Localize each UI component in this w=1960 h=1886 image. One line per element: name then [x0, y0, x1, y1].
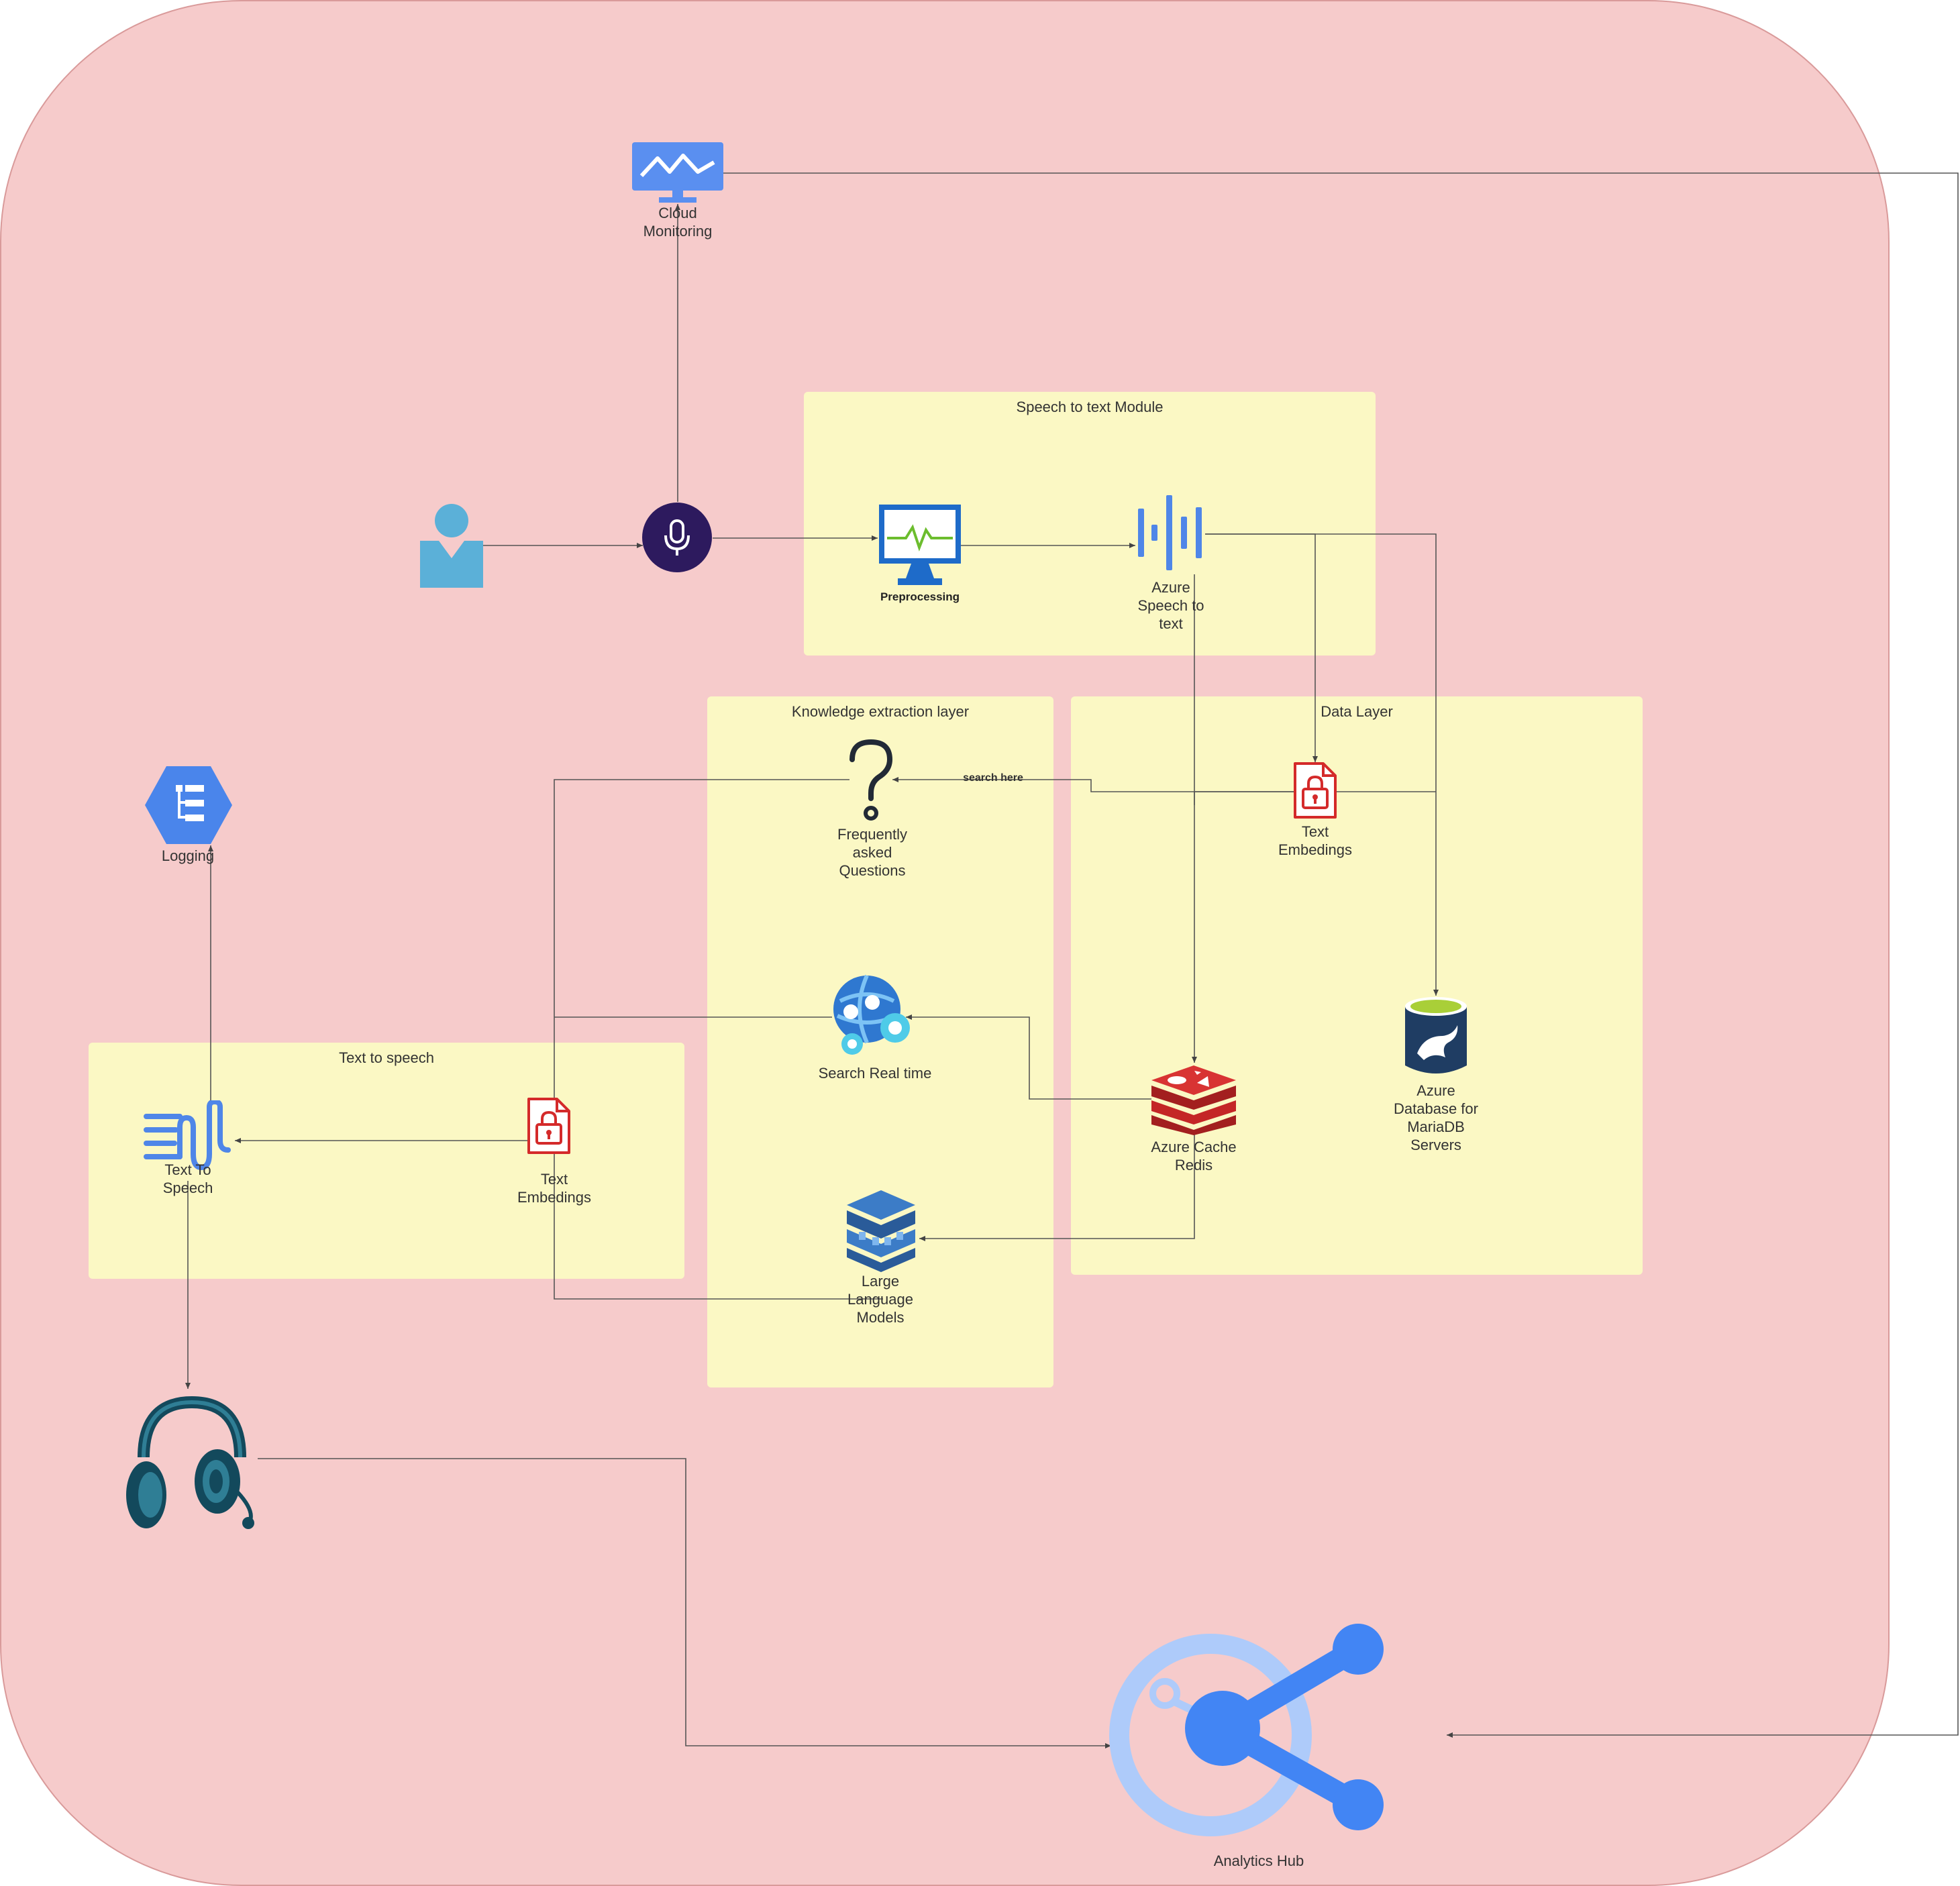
globe-gear-icon — [833, 974, 910, 1055]
text-to-speech-label: Text To Speech — [162, 1161, 213, 1196]
question-mark-icon — [849, 739, 893, 821]
locked-document-icon — [1294, 762, 1337, 819]
user-icon — [420, 504, 483, 588]
analytics-share-icon — [1109, 1624, 1384, 1836]
edge-label-search-here: search here — [963, 772, 1023, 784]
azure-speech-to-text-label: Azure Speech to text — [1137, 579, 1204, 632]
headset-icon — [126, 1396, 254, 1529]
edge-monitoring-analytics — [722, 172, 1959, 1738]
analytics-hub-label: Analytics Hub — [1213, 1852, 1304, 1869]
edge-embed-redis — [1194, 791, 1295, 805]
edge-stt-mariadb — [1205, 533, 1439, 996]
microphone-icon[interactable] — [641, 502, 713, 573]
redis-icon — [1151, 1065, 1236, 1135]
group-title: Knowledge extraction layer — [791, 703, 970, 720]
logging-label: Logging — [161, 847, 215, 864]
cloud-monitoring-label: Cloud Monitoring — [643, 205, 713, 240]
group-knowledge-extraction: Knowledge extraction layer — [707, 696, 1053, 1387]
azure-cache-redis-label: Azure Cache Redis — [1151, 1139, 1237, 1173]
edge-faq-tts-embed — [552, 779, 849, 1114]
text-embedings-tts-label: Text Embedings — [517, 1171, 592, 1206]
search-real-time-label: Search Real time — [818, 1065, 932, 1082]
text-embedings-data-label: Text Embedings — [1278, 823, 1353, 858]
monitor-pulse-icon — [879, 505, 961, 585]
large-language-models-label: Large Language Models — [847, 1273, 913, 1326]
group-title: Speech to text Module — [1016, 399, 1164, 415]
edge-redis-search — [906, 1014, 1151, 1100]
group-title: Data Layer — [1321, 703, 1393, 720]
model-cube-icon — [847, 1190, 915, 1272]
azure-mariadb-label: Azure Database for MariaDB Servers — [1394, 1082, 1478, 1153]
monitor-chart-icon — [632, 142, 723, 203]
edge-redis-llm — [919, 1134, 1195, 1241]
edge-embed-faq — [892, 777, 1295, 792]
group-data-layer: Data Layer — [1071, 696, 1643, 1275]
text-to-speech-icon — [144, 1100, 231, 1171]
locked-document-icon — [527, 1098, 570, 1154]
preprocessing-label: Preprocessing — [880, 590, 960, 603]
faq-label: Frequently asked Questions — [837, 826, 907, 879]
edge-llm-tts-embed — [552, 1135, 883, 1300]
edge-headset-analytics — [258, 1458, 1111, 1748]
group-title: Text to speech — [339, 1049, 434, 1066]
sound-wave-icon — [1138, 495, 1202, 570]
logging-hexagon-icon — [145, 766, 232, 844]
database-seal-icon — [1405, 997, 1467, 1073]
edge-stt-embed — [1205, 533, 1318, 762]
